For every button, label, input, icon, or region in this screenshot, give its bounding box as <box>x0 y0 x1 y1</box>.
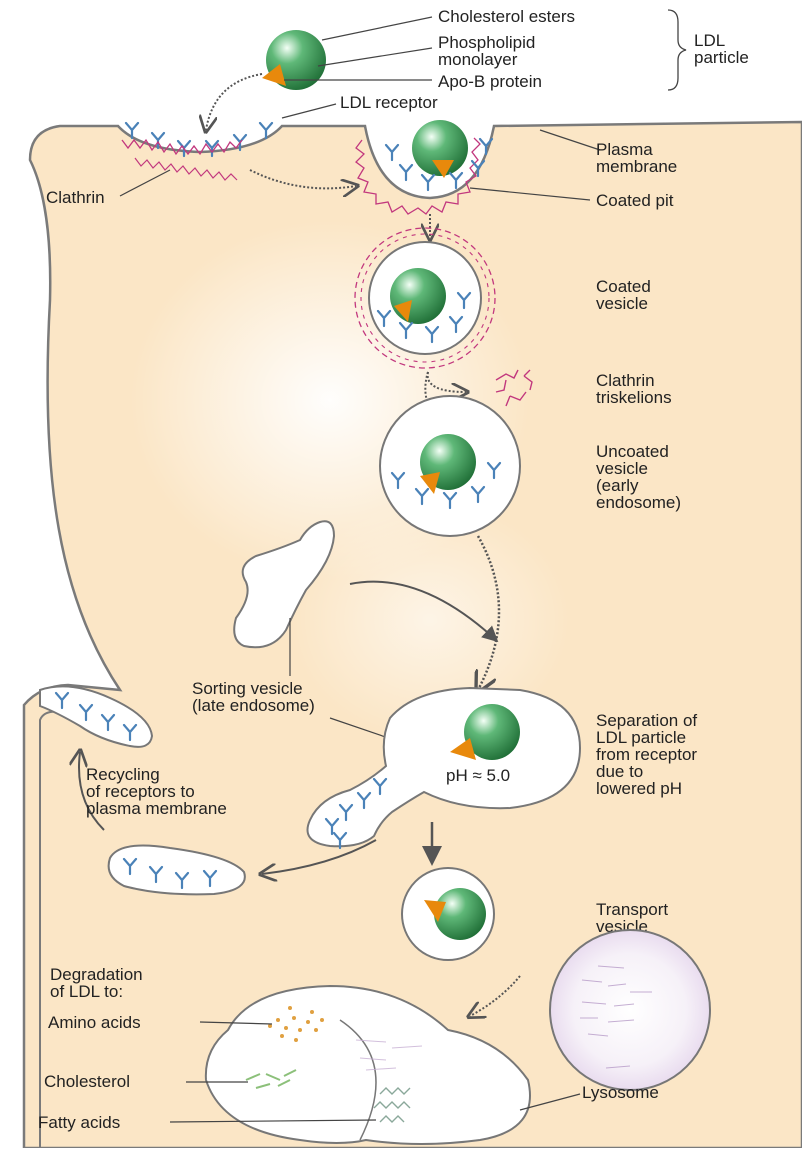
label-cholesterol-esters: Cholesterol esters <box>438 7 575 26</box>
label-separation-line5: lowered pH <box>596 779 682 798</box>
label-apo-b: Apo-B protein <box>438 72 542 91</box>
label-ph: pH ≈ 5.0 <box>446 766 510 785</box>
label-amino-acids: Amino acids <box>48 1013 141 1032</box>
label-sorting-line2: (late endosome) <box>192 696 315 715</box>
primary-lysosome <box>550 930 710 1090</box>
transport-vesicle <box>402 868 494 960</box>
label-cholesterol: Cholesterol <box>44 1072 130 1091</box>
label-clathrin: Clathrin <box>46 188 105 207</box>
label-ldl-particle-line2: particle <box>694 48 749 67</box>
ldl-particle-brace <box>668 10 686 90</box>
label-plasma-membrane-line2: membrane <box>596 157 677 176</box>
label-recycling-line3: plasma membrane <box>86 799 227 818</box>
label-fatty-acids: Fatty acids <box>38 1113 120 1132</box>
label-phospholipid-line2: monolayer <box>438 50 518 69</box>
label-triskelions-line2: triskelions <box>596 388 672 407</box>
label-degradation-line2: of LDL to: <box>50 982 123 1001</box>
label-coated-pit: Coated pit <box>596 191 674 210</box>
label-coated-vesicle-line2: vesicle <box>596 294 648 313</box>
label-lysosome: Lysosome <box>582 1083 659 1102</box>
label-ldl-receptor: LDL receptor <box>340 93 438 112</box>
uncoated-vesicle <box>380 396 520 536</box>
label-uncoated-line4: endosome) <box>596 493 681 512</box>
